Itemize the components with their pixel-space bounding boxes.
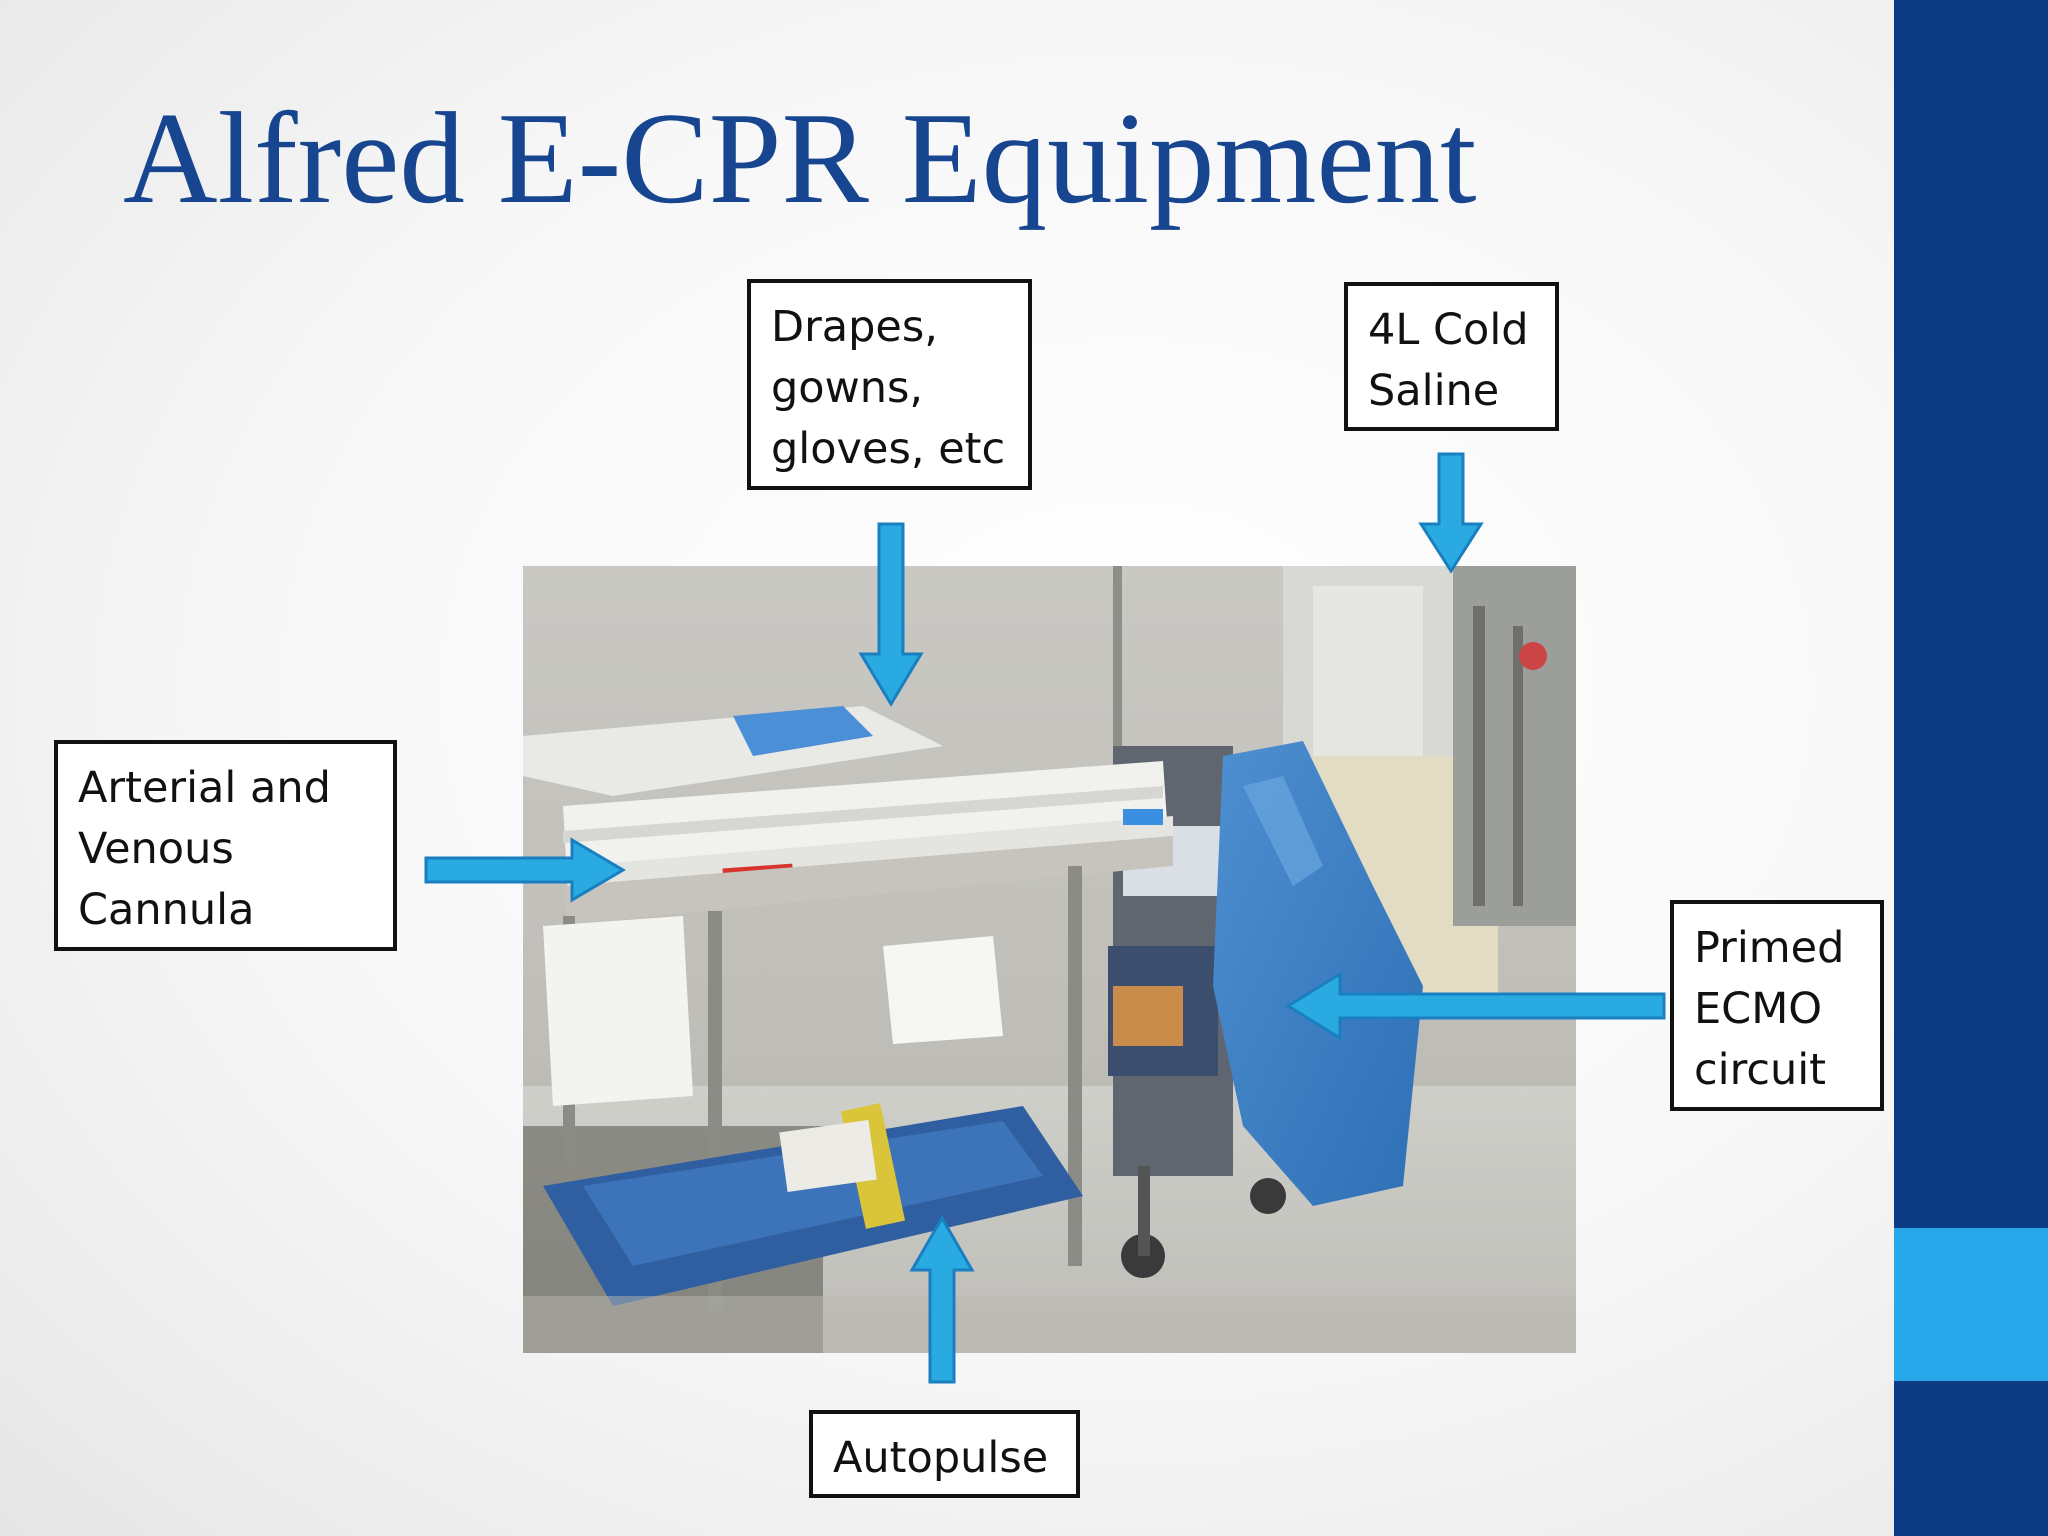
slide: Alfred E-CPR Equipment: [54, 86, 1884, 1498]
label-cannula-line2: Venous: [78, 824, 234, 874]
label-ecmo-line2: ECMO: [1694, 984, 1823, 1034]
label-drapes-line3: gloves, etc: [771, 424, 1006, 474]
equipment-photo: [523, 566, 1576, 1353]
label-cannula-line1: Arterial and: [78, 763, 331, 813]
label-saline-line1: 4L Cold: [1368, 305, 1529, 355]
label-drapes-line2: gowns,: [771, 363, 924, 413]
label-saline: 4L Cold Saline: [1344, 282, 1559, 431]
arrow-saline: [1418, 452, 1484, 574]
label-ecmo-line3: circuit: [1694, 1045, 1827, 1095]
label-drapes-line1: Drapes,: [771, 302, 938, 352]
arrow-drapes: [858, 522, 924, 707]
label-saline-line2: Saline: [1368, 366, 1500, 416]
label-drapes: Drapes, gowns, gloves, etc: [747, 279, 1032, 490]
slide-title: Alfred E-CPR Equipment: [123, 86, 1477, 231]
label-cannula-line3: Cannula: [78, 885, 255, 935]
side-band-light: [1894, 1228, 2048, 1381]
label-ecmo: Primed ECMO circuit: [1670, 900, 1884, 1111]
arrow-ecmo: [1286, 971, 1666, 1041]
label-ecmo-line1: Primed: [1694, 923, 1845, 973]
arrow-cannula: [424, 837, 626, 903]
label-autopulse: Autopulse: [809, 1410, 1080, 1498]
label-autopulse-line1: Autopulse: [833, 1433, 1049, 1483]
label-cannula: Arterial and Venous Cannula: [54, 740, 397, 951]
side-accent-band: [1894, 0, 2048, 1536]
arrow-autopulse: [909, 1216, 975, 1384]
